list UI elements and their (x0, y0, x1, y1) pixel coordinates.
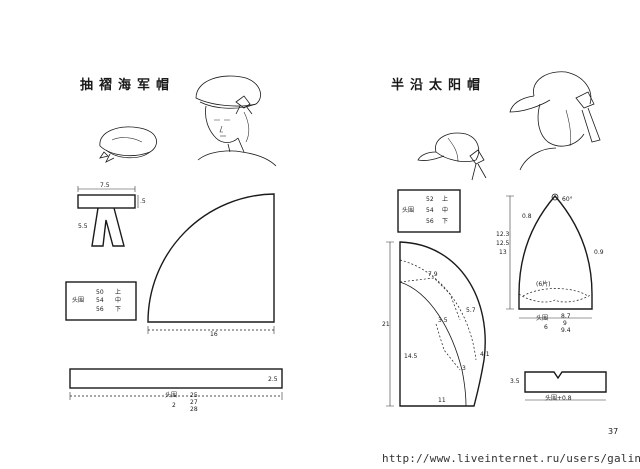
tail-label: 5.5 (78, 223, 88, 230)
panel-base-label: 头围 (536, 315, 549, 322)
right-size-label: 头围 (402, 207, 415, 214)
sun-cap-sketch (417, 132, 487, 181)
panel-base-value-2: 9 (563, 320, 567, 327)
brim-curve-3: 4.1 (480, 351, 490, 358)
woman-suncap-portrait (509, 71, 601, 171)
brim-base-label: 11 (438, 397, 446, 404)
sun-cap-band-pattern (524, 371, 607, 401)
brim-width-label: 7.5 (100, 182, 110, 189)
crown-quarter-pattern (147, 193, 275, 334)
brim-height-label: 21 (382, 321, 390, 328)
strip-value-2: 27 (190, 399, 198, 406)
brim-curve-4: 3 (462, 365, 466, 372)
right-size-name-1: 上 (442, 196, 449, 203)
strip-value-3: 28 (190, 406, 198, 413)
right-size-name-2: 中 (442, 207, 449, 214)
panel-height-1: 12.3 (496, 231, 510, 238)
band-depth-label: .5 (140, 198, 146, 205)
left-size-label: 头围 (72, 297, 85, 304)
strip-height-label: 2.5 (268, 376, 278, 383)
watermark-url: http://www.liveinternet.ru/users/galina_… (382, 452, 640, 465)
band-strip-pattern (69, 368, 283, 400)
brim-pattern (386, 241, 486, 407)
right-size-value-1: 52 (426, 196, 434, 203)
band-length-label: 头围+0.8 (545, 395, 572, 402)
right-title: 半沿太阳帽 (391, 78, 487, 93)
quarter-radius-label: 16 (210, 331, 218, 338)
strip-value-1: 25 (190, 392, 198, 399)
panel-angle-label: 60° (562, 196, 573, 203)
right-size-name-3: 下 (442, 218, 449, 225)
panel-height-3: 13 (499, 249, 507, 256)
beret-sketch (99, 126, 157, 163)
brim-curve-1: 7.9 (428, 271, 438, 278)
woman-beret-portrait (195, 75, 277, 167)
strip-label: 头围 (165, 392, 178, 399)
left-size-table-box (65, 281, 137, 321)
right-size-value-3: 56 (426, 218, 434, 225)
strip-divisor: 2 (172, 402, 176, 409)
panel-base-divisor: 6 (544, 324, 548, 331)
panel-height-2: 12.5 (496, 240, 510, 247)
brim-inner-mark: 3.5 (438, 317, 448, 324)
page-number: 37 (608, 427, 619, 436)
left-title: 抽褶海军帽 (80, 78, 176, 93)
left-size-name-3: 下 (115, 306, 122, 313)
panel-side-left: 0.8 (522, 213, 532, 220)
left-size-value-1: 50 (96, 289, 104, 296)
panel-base-value-3: 9.4 (561, 327, 571, 334)
left-size-name-2: 中 (115, 297, 122, 304)
right-size-value-2: 54 (426, 207, 434, 214)
panel-count-label: (6片) (536, 281, 551, 288)
crown-panel-pattern (506, 193, 593, 319)
right-size-table-box (397, 189, 461, 233)
brim-curve-2: 5.7 (466, 307, 476, 314)
bow-band-pattern (77, 186, 139, 247)
panel-base-value-1: 8.7 (561, 313, 571, 320)
panel-side-right: 0.9 (594, 249, 604, 256)
left-size-value-2: 54 (96, 297, 104, 304)
left-size-value-3: 56 (96, 306, 104, 313)
brim-inner-height: 14.5 (404, 353, 418, 360)
band-height-label: 3.5 (510, 378, 520, 385)
left-size-name-1: 上 (115, 289, 122, 296)
